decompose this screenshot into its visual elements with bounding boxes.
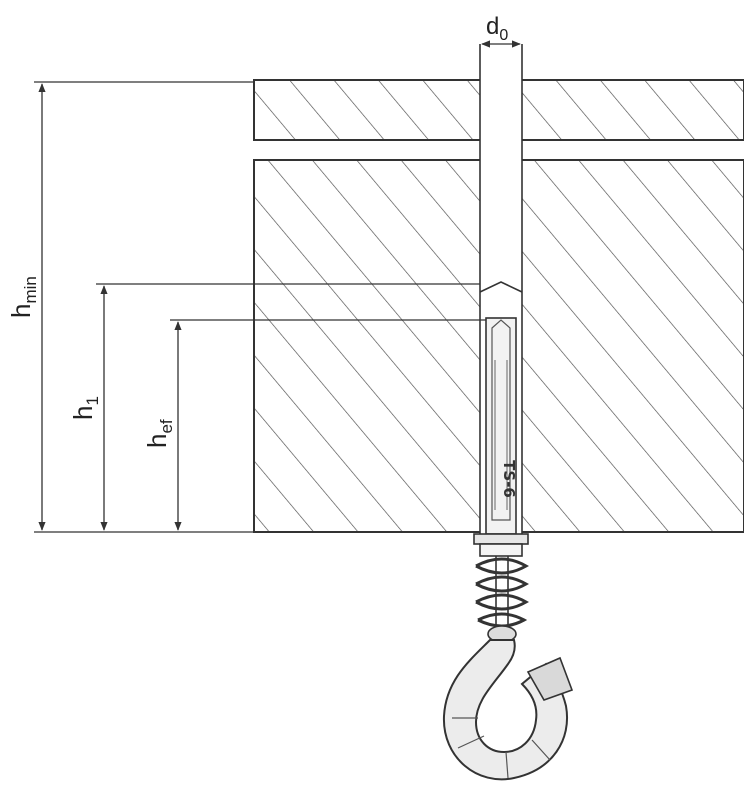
anchor-label: TS-6	[500, 460, 518, 498]
hook-icon	[442, 639, 574, 781]
spring-coil-icon	[475, 556, 529, 643]
anchor-sleeve: TS-6	[485, 317, 518, 535]
d0-label: d0	[486, 13, 508, 44]
anchor-nut	[473, 533, 529, 557]
hef-label: hef	[142, 419, 176, 448]
hmin-label: hmin	[6, 276, 40, 318]
h1-label: h1	[68, 396, 102, 420]
